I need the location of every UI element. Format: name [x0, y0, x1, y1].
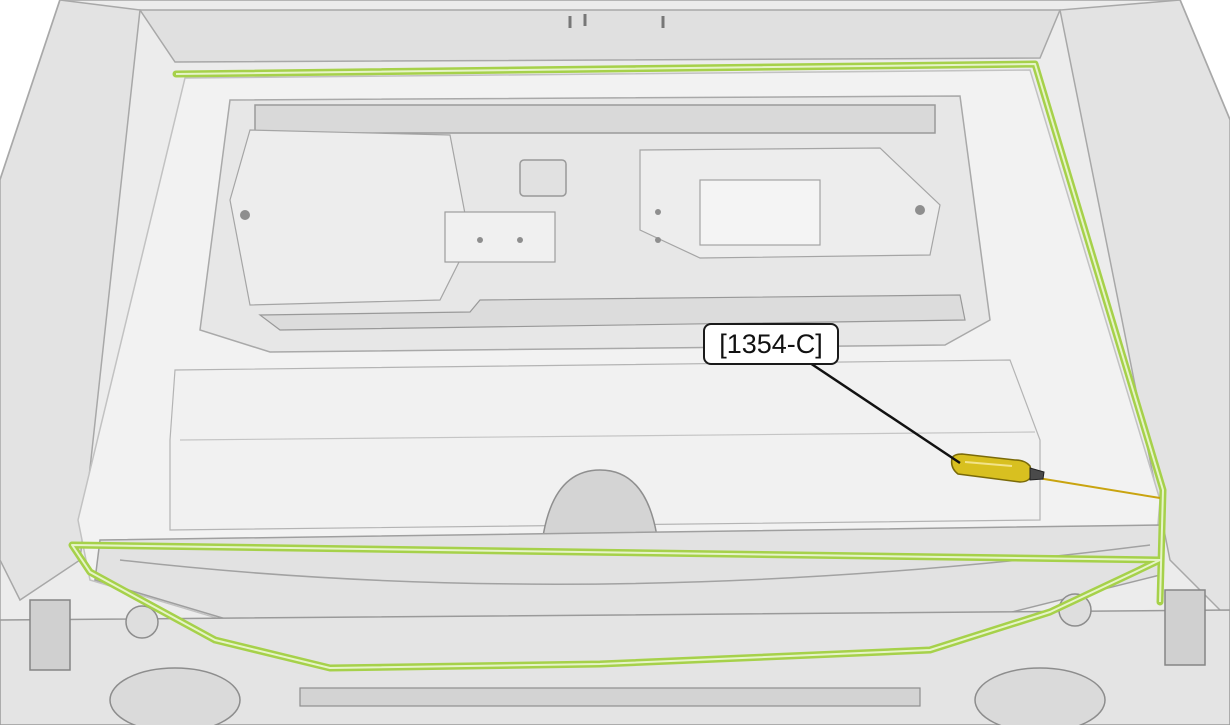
- callout-leader-line: [809, 361, 961, 465]
- left-cowl-drain: [125, 605, 159, 639]
- mounting-plate: [444, 211, 556, 263]
- right-suspension-turret: [974, 667, 1106, 725]
- fixing-holes: [240, 205, 925, 243]
- roof-clips: [568, 14, 665, 28]
- floor-crease: [179, 431, 1036, 441]
- left-a-pillar: [0, 0, 141, 602]
- wiper-linkage: [299, 687, 921, 707]
- upper-seat-rail: [258, 294, 966, 331]
- right-panel-cover: [699, 179, 821, 246]
- left-suspension-turret: [109, 667, 241, 725]
- center-latch: [519, 159, 567, 197]
- rear-bulkhead-left-bracket: [229, 129, 471, 306]
- right-hinge-bracket: [1164, 589, 1206, 666]
- scuttle-lip: [119, 544, 1151, 585]
- load-floor: [169, 359, 1041, 531]
- cutting-wire-tool-icon: [950, 453, 1045, 483]
- roof-crossmember: [254, 104, 936, 134]
- roof-header-panel: [138, 9, 1062, 63]
- tool-reference-callout: [1354-C]: [703, 323, 839, 365]
- left-hinge-bracket: [29, 599, 71, 671]
- windscreen-seal-bead-highlight: [71, 63, 1164, 669]
- cutting-wire: [1037, 477, 1161, 499]
